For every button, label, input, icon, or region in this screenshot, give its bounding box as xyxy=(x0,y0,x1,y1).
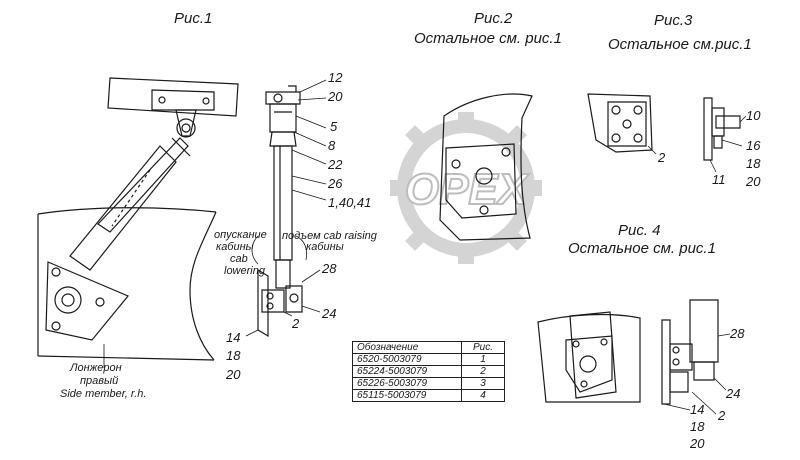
label-lowering-ru-2: кабины xyxy=(216,241,254,253)
fig4-callout-14: 14 xyxy=(690,402,705,417)
fig4-callout-18: 18 xyxy=(690,419,705,434)
fig4-callout-24: 24 xyxy=(726,386,741,401)
fig3-callout-18: 18 xyxy=(746,156,761,171)
fig3-bracket-front xyxy=(587,93,653,153)
fig4-callout-28: 28 xyxy=(730,326,745,341)
fig1-cylinder xyxy=(69,137,191,271)
fig4-cylinder xyxy=(661,299,719,405)
fig4-leaders xyxy=(663,333,731,415)
fig3-leaders xyxy=(647,115,747,173)
fig3-bracket-side xyxy=(703,97,741,161)
label-member-en: Side member, r.h. xyxy=(60,388,147,400)
table-row: 65115-5003079 4 xyxy=(352,389,505,402)
table-cell-designation: 65226-5003079 xyxy=(352,377,462,390)
fig1-side-member xyxy=(37,207,217,361)
fig3-callout-11: 11 xyxy=(712,172,726,187)
fig3-callout-2: 2 xyxy=(658,150,666,165)
callout-14: 14 xyxy=(226,330,241,345)
fig1-vertical-cylinder xyxy=(257,85,303,338)
table-header-figure: Рис. xyxy=(461,341,505,354)
callout-20: 20 xyxy=(328,89,343,104)
table-cell-designation: 65115-5003079 xyxy=(352,389,462,402)
table-row: 65226-5003079 3 xyxy=(352,377,505,390)
label-member-ru-1: Лонжерон xyxy=(70,362,122,374)
fig1-leaders xyxy=(245,79,327,337)
fig3-callout-10: 10 xyxy=(746,108,761,123)
watermark-text: OPEX xyxy=(405,165,530,214)
callout-24: 24 xyxy=(322,306,337,321)
label-raising-ru-2: кабины xyxy=(306,241,344,253)
label-lowering-ru-1: опускание xyxy=(214,229,267,241)
fig2-title: Рис.2 xyxy=(474,10,513,27)
fig4-title: Рис. 4 xyxy=(618,222,661,239)
fig2-subtitle: Остальное см. рис.1 xyxy=(414,30,562,47)
callout-8: 8 xyxy=(328,138,336,153)
fig4-subtitle: Остальное см. рис.1 xyxy=(568,240,716,257)
table-cell-figure: 1 xyxy=(461,353,505,366)
callout-26: 26 xyxy=(328,176,343,191)
fig4-callout-2: 2 xyxy=(718,408,726,423)
label-lowering-en-2: lowering xyxy=(224,265,265,277)
table-cell-designation: 65224-5003079 xyxy=(352,365,462,378)
fig4-bracket xyxy=(537,311,641,403)
fig3-callout-16: 16 xyxy=(746,138,761,153)
table-header-designation: Обозначение xyxy=(352,341,462,354)
fig3-title: Рис.3 xyxy=(654,12,693,29)
callout-12: 12 xyxy=(328,70,343,85)
callout-28: 28 xyxy=(322,261,337,276)
table-cell-figure: 2 xyxy=(461,365,505,378)
callout-2: 2 xyxy=(292,316,300,331)
fig3-subtitle: Остальное см.рис.1 xyxy=(608,36,752,53)
fig3-callout-20: 20 xyxy=(746,174,761,189)
table-cell-designation: 6520-5003079 xyxy=(352,353,462,366)
fig2-bracket xyxy=(439,93,533,241)
fig1-title: Рис.1 xyxy=(174,10,213,27)
callout-1-40-41: 1,40,41 xyxy=(328,195,372,210)
callout-18: 18 xyxy=(226,348,241,363)
label-lowering-en-1: cab xyxy=(230,253,248,265)
table-header-row: Обозначение Рис. xyxy=(352,341,505,354)
fig4-callout-20: 20 xyxy=(690,436,705,451)
fig1-cab-bracket xyxy=(107,77,239,138)
label-member-ru-2: правый xyxy=(80,375,119,387)
table-cell-figure: 4 xyxy=(461,389,505,402)
callout-5: 5 xyxy=(330,119,338,134)
table-row: 6520-5003079 1 xyxy=(352,353,505,366)
label-raising: подъем cab raising xyxy=(282,230,377,242)
designation-table: Обозначение Рис. 6520-5003079 1 65224-50… xyxy=(352,341,505,402)
callout-22: 22 xyxy=(328,157,343,172)
table-cell-figure: 3 xyxy=(461,377,505,390)
table-row: 65224-5003079 2 xyxy=(352,365,505,378)
callout-20b: 20 xyxy=(226,367,241,382)
